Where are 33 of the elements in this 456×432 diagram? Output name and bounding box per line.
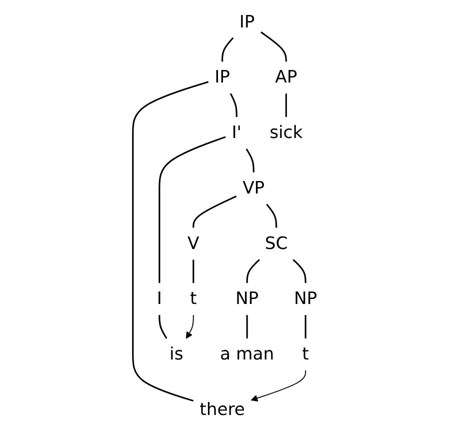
connector bbox=[246, 259, 260, 284]
node-text: I' bbox=[232, 123, 242, 143]
connector bbox=[230, 93, 238, 117]
connector bbox=[158, 315, 168, 339]
arrow bbox=[250, 370, 306, 402]
connector bbox=[158, 136, 226, 284]
node-text: AP bbox=[274, 68, 298, 88]
node-text: IP bbox=[239, 12, 255, 32]
node-text: NP bbox=[294, 289, 317, 309]
node-text: sick bbox=[269, 123, 303, 143]
connector bbox=[260, 31, 287, 62]
node-text: there bbox=[199, 400, 245, 420]
connector bbox=[246, 315, 248, 338]
connector bbox=[304, 315, 306, 338]
connector bbox=[246, 148, 254, 172]
connector bbox=[221, 37, 234, 62]
connector bbox=[192, 260, 194, 284]
node-text: t bbox=[302, 344, 309, 364]
connector bbox=[266, 204, 277, 228]
connector bbox=[132, 81, 208, 402]
arrow bbox=[186, 314, 194, 339]
node-text: t bbox=[190, 289, 197, 309]
node-text: V bbox=[187, 234, 200, 254]
connector bbox=[192, 196, 237, 228]
node-text: I bbox=[156, 289, 162, 309]
connector bbox=[292, 259, 306, 284]
node-text: a man bbox=[220, 344, 274, 364]
connector bbox=[285, 94, 287, 117]
node-text: VP bbox=[242, 178, 265, 198]
node-text: SC bbox=[264, 234, 288, 254]
node-text: NP bbox=[235, 289, 259, 309]
node-text: is bbox=[169, 344, 184, 364]
node-text: IP bbox=[214, 68, 230, 88]
